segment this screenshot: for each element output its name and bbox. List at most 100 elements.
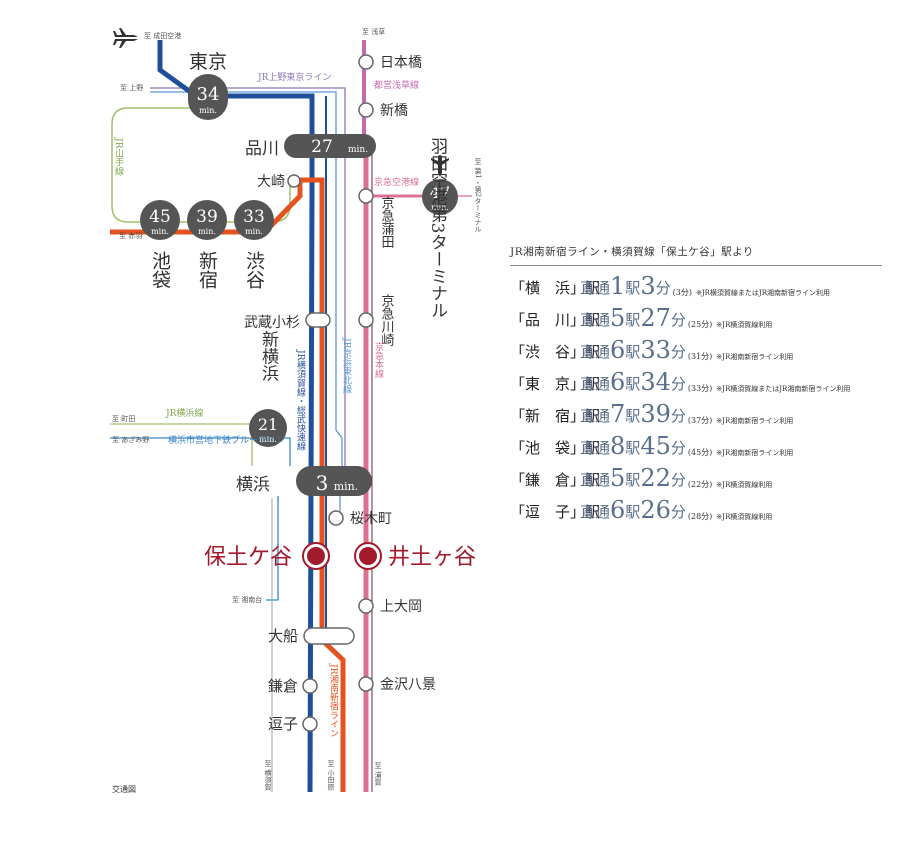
- route-stops: 6: [610, 336, 626, 364]
- label-yokosuka-sobu: JR横須賀線・総武快速線: [295, 349, 306, 450]
- station-marker-idogaya: [354, 542, 382, 570]
- route-minutes: 33: [640, 336, 671, 364]
- label-yokohama-line: JR横浜線: [165, 407, 203, 419]
- station-marker-nihonbashi: [358, 54, 374, 70]
- route-minutes-unit: 分: [670, 407, 686, 425]
- route-paren: (33分): [687, 384, 713, 393]
- route-stops: 8: [610, 432, 626, 460]
- route-paren: (31分): [687, 352, 713, 361]
- marker-asakusa: 至 浅草: [362, 27, 385, 36]
- svg-text:min.: min.: [245, 227, 263, 236]
- route-station: 「横 浜」駅: [510, 279, 601, 297]
- svg-text:33: 33: [243, 207, 265, 227]
- airplane-icon-narita: [113, 28, 138, 48]
- svg-text:27: 27: [311, 137, 333, 157]
- svg-text:min.: min.: [431, 203, 449, 212]
- route-direct: 直通: [580, 279, 611, 297]
- marker-narita: 至 成田空港: [144, 31, 181, 40]
- route-minutes-unit: 分: [670, 439, 686, 457]
- route-stops: 6: [610, 368, 626, 396]
- route-paren: (3分): [672, 288, 692, 297]
- blueline-to-shonandai: [266, 496, 279, 601]
- station-ikebukuro: 池袋: [149, 251, 171, 289]
- route-note: ※JR横須賀線利用: [716, 513, 773, 521]
- svg-text:min.: min.: [199, 106, 217, 115]
- station-marker-musashikosugi: [305, 312, 331, 328]
- svg-text:39: 39: [196, 207, 218, 227]
- marker-uraga: 至 浦賀: [374, 762, 382, 786]
- route-note: ※JR湘南新宿ライン利用: [716, 353, 794, 361]
- marker-ueno: 至 上野: [120, 83, 143, 92]
- time-badge-ikebukuro: 45 min.: [140, 200, 180, 240]
- station-haneda-t3: 羽田空港第3ターミナル: [427, 138, 448, 319]
- station-zushi: 逗子: [268, 715, 298, 733]
- station-marker-hodogaya: [302, 542, 330, 570]
- marker-akabane: 至 赤羽: [119, 232, 142, 240]
- route-direct: 直通: [580, 375, 611, 393]
- marker-haneda-t12: 至 第1・第2ターミナル: [474, 158, 482, 232]
- route-station: 「池 袋」駅: [510, 439, 601, 457]
- time-badge-haneda: 47 min.: [422, 179, 458, 215]
- route-stops: 1: [610, 272, 626, 300]
- time-badge-shinjuku: 39 min.: [187, 200, 227, 240]
- route-minutes-unit: 分: [670, 375, 686, 393]
- route-station: 「品 川」駅: [510, 311, 601, 329]
- time-badge-shinyokohama: 21 min.: [249, 409, 287, 447]
- label-keikyu-airport: 京急空港線: [374, 176, 419, 188]
- route-stops-unit: 駅: [625, 375, 641, 393]
- marker-shonandai: 至 湘南台: [232, 595, 262, 604]
- route-direct: 直通: [580, 471, 611, 489]
- keihin-tohoku-line: [150, 91, 343, 466]
- marker-azamino: 至 あざみ野: [112, 435, 149, 444]
- route-stops: 7: [610, 400, 626, 428]
- access-title: JR湘南新宿ライン・横須賀線「保土ケ谷」駅より: [510, 244, 882, 266]
- route-minutes-unit: 分: [670, 311, 686, 329]
- svg-text:min.: min.: [259, 435, 277, 444]
- route-stops-unit: 駅: [625, 311, 641, 329]
- svg-text:47: 47: [430, 183, 450, 202]
- svg-text:min.: min.: [334, 480, 359, 493]
- route-minutes-unit: 分: [670, 471, 686, 489]
- route-stops-unit: 駅: [625, 503, 641, 521]
- label-shonan-shinjuku: JR湘南新宿ライン: [328, 663, 339, 737]
- route-paren: (37分): [687, 416, 713, 425]
- station-marker-sakuragicho: [328, 510, 344, 526]
- station-idogaya: 井土ヶ谷: [388, 545, 476, 570]
- station-hodogaya: 保土ケ谷: [204, 545, 292, 570]
- route-note: ※JR湘南新宿ライン利用: [716, 417, 794, 425]
- station-shinjuku: 新宿: [196, 251, 218, 289]
- route-stops: 5: [610, 464, 626, 492]
- svg-text:min.: min.: [198, 227, 216, 236]
- station-marker-kamiooka: [358, 598, 374, 614]
- svg-text:21: 21: [258, 415, 278, 434]
- svg-text:34: 34: [197, 84, 220, 105]
- route-direct: 直通: [580, 407, 611, 425]
- svg-text:min.: min.: [151, 227, 169, 236]
- route-minutes-unit: 分: [655, 279, 671, 297]
- route-direct: 直通: [580, 343, 611, 361]
- route-stops-unit: 駅: [625, 407, 641, 425]
- time-badge-shibuya: 33 min.: [234, 200, 274, 240]
- route-stops: 6: [610, 496, 626, 524]
- label-keikyu-main: 京急本線: [373, 341, 384, 378]
- route-note: ※JR横須賀線利用: [716, 321, 773, 329]
- route-station: 「渋 谷」駅: [510, 343, 601, 361]
- station-kamakura: 鎌倉: [268, 677, 298, 695]
- station-marker-zushi: [302, 716, 318, 732]
- route-minutes: 34: [640, 368, 671, 396]
- label-blueline: 横浜市営地下鉄ブルーライン: [168, 434, 285, 446]
- airplane-icon-haneda: [431, 155, 449, 177]
- yokosuka-line: [157, 40, 315, 793]
- route-note: ※JR横須賀線またはJR湘南新宿ライン利用: [716, 385, 851, 393]
- route-note: ※JR横須賀線利用: [716, 481, 773, 489]
- route-direct: 直通: [580, 311, 611, 329]
- station-marker-kamakura: [302, 678, 318, 694]
- route-minutes-unit: 分: [670, 343, 686, 361]
